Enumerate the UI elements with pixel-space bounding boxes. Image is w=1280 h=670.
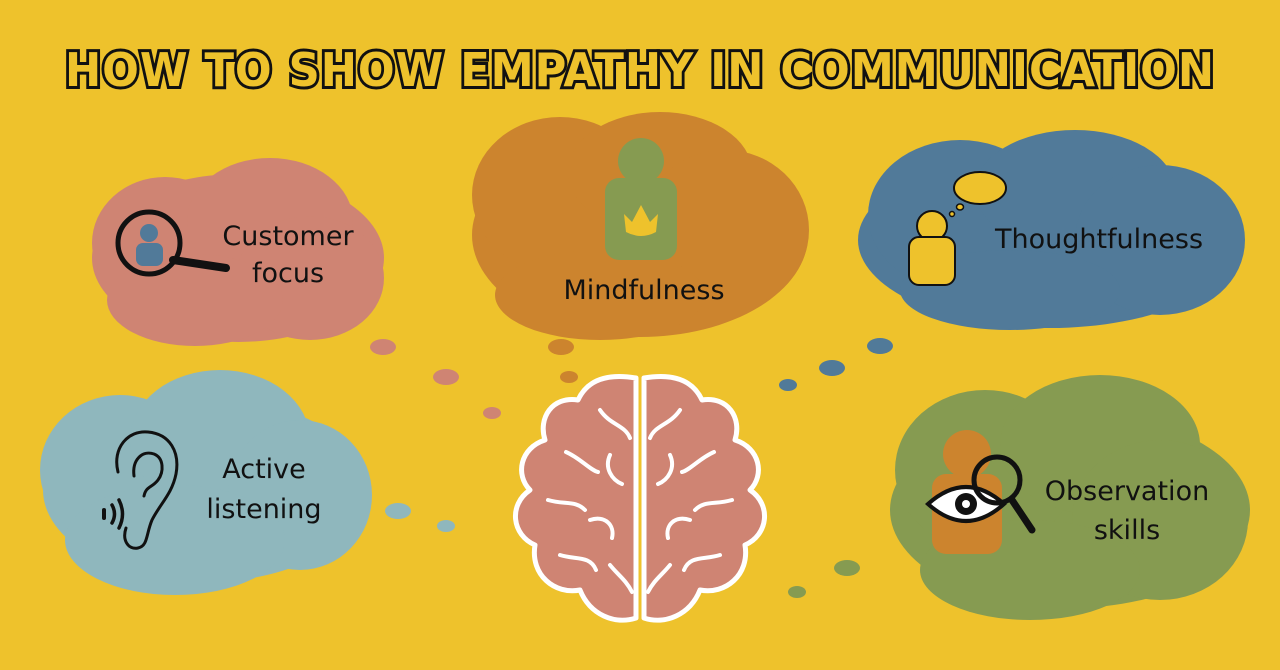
bubble-label-line2: focus [252,258,324,289]
dot-customer-3 [483,407,501,419]
brain-icon [513,374,767,623]
bubble-label-line1: Mindfulness [563,275,724,306]
dot-observe-2 [788,586,806,598]
connector-dots [370,338,893,598]
dot-thought-3 [779,379,797,391]
magnifier-person-icon [115,209,230,277]
bubble-thoughtfulness: Thoughtfulness [858,130,1245,330]
bubble-label-line1: Active [222,454,306,485]
bubble-label-line2: listening [206,494,321,525]
cloud-shape [40,370,372,595]
ear-icon [102,430,179,550]
bubble-customer-focus: Customer focus [92,158,384,346]
person-lotus-icon [605,138,677,260]
bubble-label-line2: skills [1094,515,1160,546]
dot-listen-2 [437,520,455,532]
dot-mind-1 [548,339,574,355]
dot-observe-1 [834,560,860,576]
bubble-mindfulness: Mindfulness [472,112,809,340]
dot-thought-1 [867,338,893,354]
bubble-observation-skills: Observation skills [890,375,1250,620]
bubble-active-listening: Active listening [40,370,372,595]
dot-mind-2 [560,371,578,383]
dot-customer-2 [433,369,459,385]
thinking-person-icon [908,171,1007,286]
page-title: HOW TO SHOW EMPATHY IN COMMUNICATION [65,43,1215,97]
bubble-label-line1: Customer [222,221,354,252]
bubble-label-line1: Thoughtfulness [994,224,1203,255]
dot-customer-1 [370,339,396,355]
dot-thought-2 [819,360,845,376]
bubble-label-line1: Observation [1045,476,1209,507]
eye-magnifier-icon [924,430,1036,554]
dot-listen-1 [385,503,411,519]
cloud-shape [92,158,384,346]
cloud-shape [472,112,809,340]
